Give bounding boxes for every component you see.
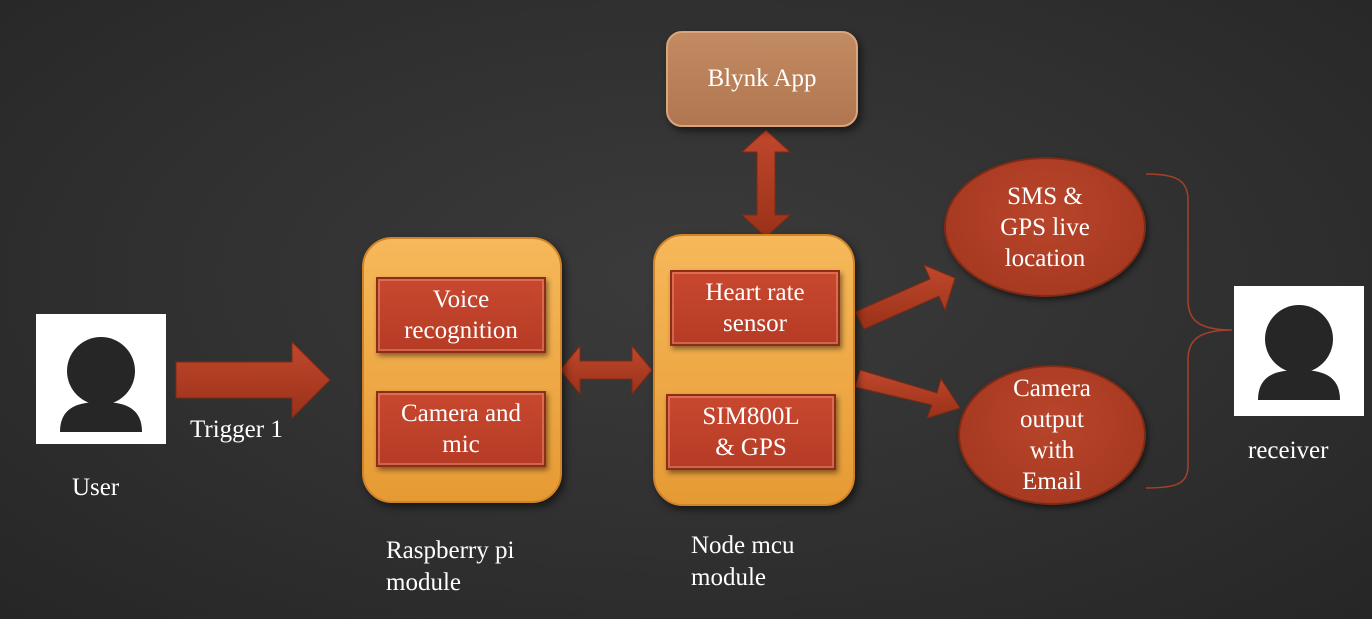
nodemcu-caption: Node mcu module [691,532,795,591]
sim800l-gps-box: SIM800L & GPS [666,394,836,470]
raspberry-nodemcu-double-arrow [559,344,653,396]
receiver-brace [1145,173,1233,489]
sms-gps-oval: SMS & GPS live location [944,157,1146,297]
nodemcu-blynk-double-arrow [740,129,792,238]
camera-mic-box: Camera and mic [376,391,546,467]
person-icon [60,332,142,432]
blynk-app-box: Blynk App [666,31,858,127]
receiver-card [1234,286,1364,416]
trigger-label: Trigger 1 [190,416,283,443]
heart-rate-sensor-box: Heart rate sensor [670,270,840,346]
nodemcu-camera-arrow [854,369,961,419]
nodemcu-sms-arrow [854,264,956,330]
trigger-arrow [175,340,331,420]
receiver-label: receiver [1248,437,1329,464]
voice-recognition-box: Voice recognition [376,277,546,353]
person-icon [1258,300,1340,400]
user-label: User [72,474,120,501]
camera-email-oval: Camera output with Email [958,365,1146,505]
raspberry-pi-caption: Raspberry pi module [386,537,515,596]
user-card [36,314,166,444]
